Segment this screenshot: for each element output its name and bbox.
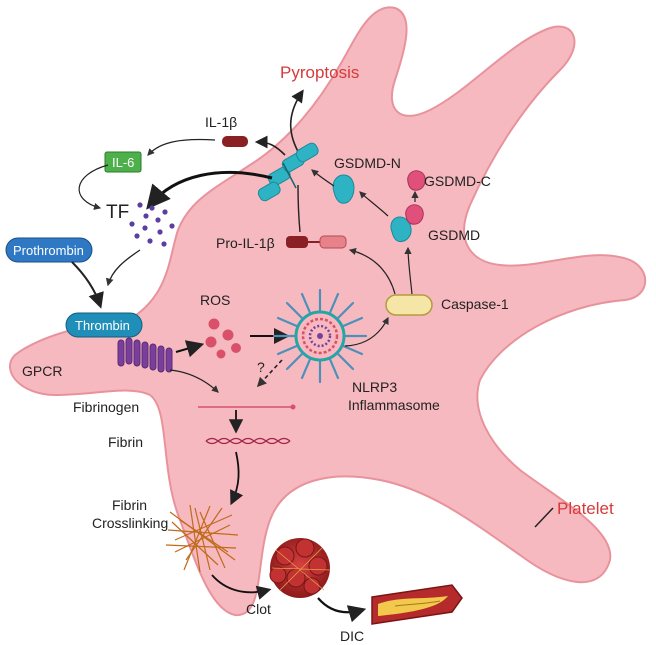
pro-il1b-label: Pro-IL-1β [216,235,275,251]
arrow-il6-to-tf [78,164,109,210]
arrow-pore-to-tf [146,171,273,210]
fibrin-strand [205,437,291,445]
dashed-arrow-nlrp3-to-fibrin [256,359,283,388]
arrow-tf-to-thrombin [105,249,141,287]
question-mark: ? [257,359,265,375]
caspase1-label: Caspase-1 [441,296,509,312]
platelet-pointer [534,507,554,528]
clot [269,538,331,598]
arrow-il1b-to-il6 [147,138,216,156]
il6-label: IL-6 [112,155,134,170]
ros-label: ROS [200,292,230,308]
arrow-pore-to-il1b [254,135,286,156]
dic-label: DIC [340,628,364,644]
nlrp3-inflammasome [272,288,368,384]
pyroptosis-label: Pyroptosis [280,63,359,82]
thrombin-label: Thrombin [75,318,130,333]
arrow-caspase1-to-proil1b [348,247,396,295]
gsdmd-n-label: GSDMD-N [334,155,401,171]
arrow-clot-to-dic [317,597,367,623]
il6-box [104,151,142,173]
tf-particles [129,202,175,247]
gpcr-receptor [117,337,173,373]
arrow-gpcr-to-ros [175,340,205,358]
prothrombin-label: Prothrombin [13,243,84,258]
fibrin-mesh [165,504,239,573]
nlrp3-label-line2: Inflammasome [348,397,440,413]
gsdmd-label: GSDMD [428,227,480,243]
ros-particles [205,318,241,359]
arrow-prothrombin-to-thrombin [71,261,104,309]
il1b-label: IL-1β [205,114,237,130]
platelet-label: Platelet [557,499,614,518]
fibrin-crosslinking-label-line1: Fibrin [112,497,147,513]
arrow-proil1b-to-pore [297,184,301,233]
fibrin-crosslinking-label-line2: Crosslinking [92,515,168,531]
prothrombin-pill [5,237,93,263]
caspase1-molecule [385,294,433,316]
arrow-fibrin-to-crosslink [230,451,244,506]
fibrin-label: Fibrin [108,434,143,450]
arrow-to-pyroptosis [289,89,304,156]
arrow-gsdmdn-to-pore [311,169,335,187]
nlrp3-label-line1: NLRP3 [352,379,397,395]
arrow-gsdmd-to-gsdmdn [359,191,389,217]
arrow-caspase1-to-gsdmd [404,246,413,295]
pro-il1b-molecule [286,235,347,249]
gsdmd-c-molecule [407,170,426,191]
gsdmd-n-molecule [332,174,355,204]
fibrinogen-label: Fibrinogen [73,399,139,415]
il1b-molecule [222,136,248,147]
arrow-gpcr-to-fibrinogen [169,369,219,393]
clot-label: Clot [246,601,271,617]
gasdermin-pore [257,142,319,202]
arrow-nlrp3-to-caspase1 [344,316,389,347]
thrombin-pill [65,312,143,338]
gsdmd-molecule [390,204,424,243]
gsdmd-c-label: GSDMD-C [424,173,491,189]
tf-label: TF [106,202,129,223]
fibrinogen-molecule [198,404,296,410]
dic-vessel [371,584,463,625]
arrow-crosslink-to-clot [211,574,272,600]
gpcr-label: GPCR [22,363,62,379]
